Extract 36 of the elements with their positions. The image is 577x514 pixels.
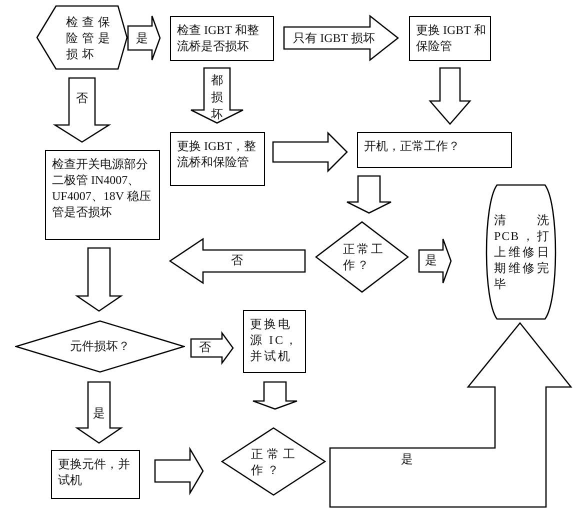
block-arrow [168, 238, 306, 284]
process-box: 更换 IGBT 和保险管 [409, 16, 491, 61]
process-box: 检查 IGBT 和整流桥是否损坏 [170, 16, 274, 61]
edge-label: 否 [198, 339, 212, 356]
block-arrow [154, 446, 204, 496]
block-arrow [190, 67, 244, 124]
edge-label: 是 [135, 30, 149, 47]
process-box: 更换电源 IC，并试机 [243, 310, 306, 373]
process-box: 检查开关电源部分二极管 IN4007、UF4007、18V 稳压管是否损坏 [45, 150, 160, 240]
shape-text: 清洗 PCB，打上维修日期维修完毕 [494, 212, 550, 292]
shape-text: 正常工作？ [343, 241, 386, 273]
process-box: 开机，正常工作？ [357, 132, 512, 168]
shape-text: 检查保险管是损坏 [66, 14, 114, 62]
process-box: 更换元件，并试机 [51, 450, 140, 499]
edge-label: 都损坏 [210, 72, 224, 123]
edge-label: 只有 IGBT 损坏 [292, 30, 376, 47]
block-arrow [283, 14, 400, 62]
edge-label: 否 [230, 252, 244, 269]
block-arrow [418, 238, 452, 284]
block-arrow [190, 331, 234, 365]
block-arrow [74, 247, 124, 312]
block-arrow [428, 67, 472, 125]
block-arrow [127, 15, 161, 61]
block-arrow [74, 381, 124, 444]
process-box: 更换 IGBT，整流桥和保险管 [170, 132, 265, 186]
block-arrow [329, 322, 572, 508]
block-arrow [52, 77, 112, 143]
edge-label: 是 [424, 252, 438, 269]
edge-label: 是 [400, 451, 414, 468]
shape-text: 正常工作？ [251, 446, 299, 478]
block-arrow [272, 131, 348, 173]
shape-text: 元件损坏？ [69, 338, 131, 354]
edge-label: 否 [75, 90, 89, 107]
block-arrow [346, 175, 392, 214]
block-arrow [252, 381, 298, 410]
edge-label: 是 [92, 405, 106, 422]
